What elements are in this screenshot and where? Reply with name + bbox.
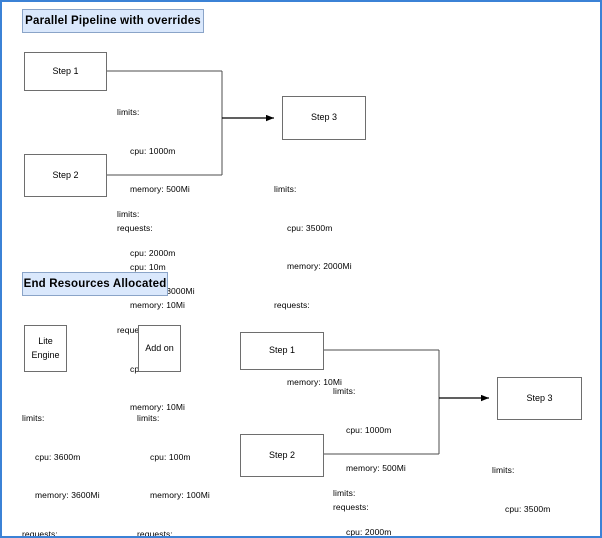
limits-cpu: cpu: 100m xyxy=(150,451,191,462)
node-label: Step 2 xyxy=(268,449,296,460)
limits-memory: memory: 3600Mi xyxy=(35,490,100,501)
section-title-text: Parallel Pipeline with overrides xyxy=(25,15,201,27)
node-label-line-1: Lite xyxy=(38,336,53,346)
requests-memory: memory: 10Mi xyxy=(287,377,343,388)
limits-label: limits: xyxy=(333,385,356,396)
node-bottom-step-2[interactable]: Step 2 xyxy=(240,434,324,477)
limits-label: limits: xyxy=(117,208,140,219)
requests-label: requests: xyxy=(22,528,58,538)
requests-label: requests: xyxy=(274,299,310,310)
limits-cpu: cpu: 3600m xyxy=(35,451,81,462)
limits-cpu: cpu: 1000m xyxy=(130,145,176,156)
node-top-step-2[interactable]: Step 2 xyxy=(24,154,107,197)
section-title-text: End Resources Allocated xyxy=(23,278,167,290)
node-label: Add on xyxy=(145,342,174,353)
limits-cpu: cpu: 2000m xyxy=(346,526,392,537)
node-bottom-step-3[interactable]: Step 3 xyxy=(497,377,582,420)
node-lite-engine[interactable]: Lite Engine xyxy=(24,325,67,372)
resources-add-on: limits: cpu: 100m memory: 100Mi requests… xyxy=(137,386,210,538)
section-title-end-resources: End Resources Allocated xyxy=(22,272,168,296)
limits-label: limits: xyxy=(333,487,356,498)
node-label-line-2: Engine xyxy=(31,349,60,360)
requests-label: requests: xyxy=(117,222,153,233)
node-top-step-1[interactable]: Step 1 xyxy=(24,52,107,91)
resources-bottom-step-2: limits: cpu: 2000m memory: 3000Mi reques… xyxy=(333,461,411,537)
limits-label: limits: xyxy=(492,464,515,475)
requests-label: requests: xyxy=(117,324,153,335)
requests-memory: memory: 10Mi xyxy=(130,300,186,311)
section-title-parallel-pipeline: Parallel Pipeline with overrides xyxy=(22,9,204,33)
limits-cpu: cpu: 3500m xyxy=(505,503,551,514)
node-label: Step 1 xyxy=(268,345,296,356)
resources-lite-engine: limits: cpu: 3600m memory: 3600Mi reques… xyxy=(22,386,100,538)
limits-memory: memory: 500Mi xyxy=(130,184,190,195)
node-label: Step 3 xyxy=(526,392,553,403)
resources-top-step-1: limits: cpu: 1000m memory: 500Mi request… xyxy=(117,80,190,338)
limits-label: limits: xyxy=(137,412,160,423)
limits-memory: memory: 500Mi xyxy=(346,463,406,474)
limits-cpu: cpu: 1000m xyxy=(346,424,392,435)
resources-bottom-step-1: limits: cpu: 1000m memory: 500Mi request… xyxy=(333,359,406,536)
requests-label: requests: xyxy=(333,501,369,512)
limits-label: limits: xyxy=(117,106,140,117)
limits-memory: memory: 100Mi xyxy=(150,490,210,501)
node-label: Step 3 xyxy=(310,112,338,123)
node-top-step-3[interactable]: Step 3 xyxy=(282,96,366,140)
limits-label: limits: xyxy=(274,183,297,194)
limits-label: limits: xyxy=(22,412,45,423)
requests-cpu: cpu: 10m xyxy=(130,261,166,272)
limits-cpu: cpu: 2000m xyxy=(130,247,176,258)
resources-bottom-step-3: limits: cpu: 3500m memory: 2000Mi reques… xyxy=(492,438,570,536)
node-bottom-step-1[interactable]: Step 1 xyxy=(240,332,324,370)
node-add-on[interactable]: Add on xyxy=(138,325,181,372)
requests-memory: memory: 10Mi xyxy=(130,402,186,413)
limits-memory: memory: 2000Mi xyxy=(287,261,352,272)
requests-label: requests: xyxy=(137,528,173,538)
node-label: Step 2 xyxy=(52,169,79,180)
limits-cpu: cpu: 3500m xyxy=(287,222,333,233)
node-label: Step 1 xyxy=(52,65,79,76)
